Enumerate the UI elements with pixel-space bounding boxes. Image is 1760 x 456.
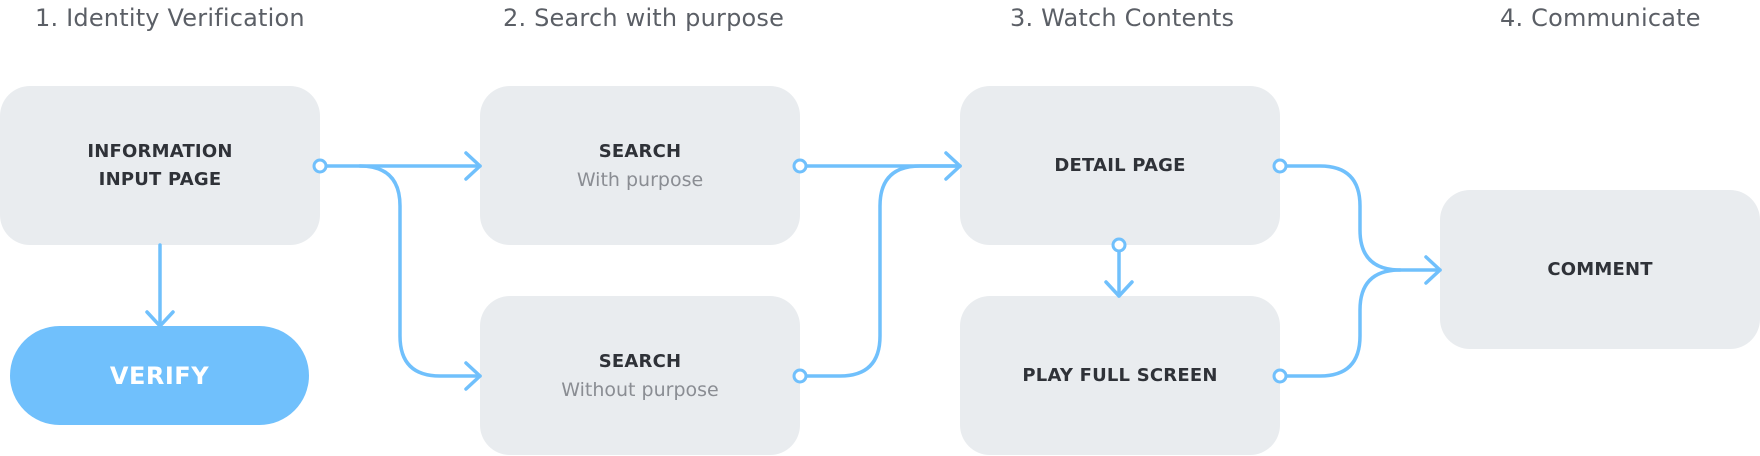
connector-search-without-to-detail	[804, 164, 962, 378]
comment-node: COMMENT	[1440, 190, 1760, 349]
arrowhead-comment	[1424, 255, 1442, 285]
connector-info-to-search-without	[358, 164, 482, 378]
port-search-without-out	[792, 368, 808, 384]
arrowhead-play	[1104, 280, 1134, 298]
port-detail-out	[1272, 158, 1288, 174]
node-label-line2: INPUT PAGE	[98, 168, 222, 190]
node-label: DETAIL PAGE	[1054, 154, 1186, 176]
node-label-line1: INFORMATION	[87, 140, 233, 162]
arrowhead-verify	[145, 310, 175, 328]
stage-title-search-with-purpose: 2. Search with purpose	[503, 4, 785, 32]
node-label: SEARCH	[598, 140, 682, 162]
stage-title-communicate: 4. Communicate	[1500, 4, 1701, 32]
port-play-out	[1272, 368, 1288, 384]
verify-button[interactable]: VERIFY	[10, 326, 309, 425]
port-search-with-out	[792, 158, 808, 174]
search-without-purpose-node: SEARCH Without purpose	[480, 296, 800, 455]
node-sublabel: With purpose	[576, 168, 704, 191]
search-with-purpose-node: SEARCH With purpose	[480, 86, 800, 245]
arrowhead-detail	[944, 151, 962, 181]
connector-detail-to-comment	[1284, 164, 1442, 272]
port-detail-bottom	[1111, 237, 1127, 253]
connector-play-to-comment	[1284, 268, 1402, 378]
stage-title-identity-verification: 1. Identity Verification	[35, 4, 305, 32]
information-input-page-node: INFORMATION INPUT PAGE	[0, 86, 320, 245]
arrowhead-search-with	[464, 151, 482, 181]
port-info-out	[312, 158, 328, 174]
node-sublabel: Without purpose	[561, 378, 719, 401]
verify-label: VERIFY	[109, 361, 210, 390]
arrowhead-search-without	[464, 361, 482, 391]
node-label: SEARCH	[598, 350, 682, 372]
node-label: COMMENT	[1547, 258, 1653, 280]
play-full-screen-node: PLAY FULL SCREEN	[960, 296, 1280, 455]
node-label: PLAY FULL SCREEN	[1022, 364, 1218, 386]
stage-title-watch-contents: 3. Watch Contents	[1010, 4, 1235, 32]
detail-page-node: DETAIL PAGE	[960, 86, 1280, 245]
